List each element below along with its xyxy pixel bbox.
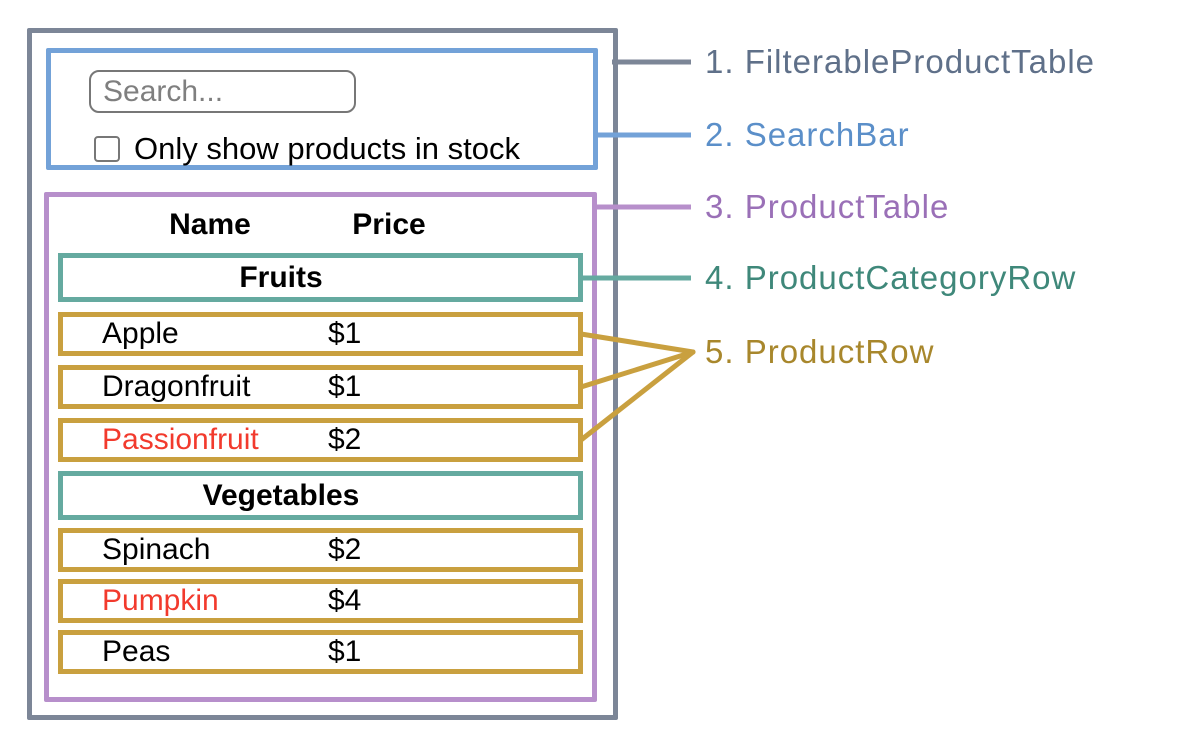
filterable-product-table-box: Only show products in stock Name Price F… [27,28,618,720]
product-price: $4 [328,584,362,617]
label-filterable-product-table: 1. FilterableProductTable [705,43,1096,80]
column-header-name: Name [169,208,251,241]
product-price: $2 [328,533,362,566]
product-price: $2 [328,423,362,456]
product-name: Pumpkin [102,584,219,617]
in-stock-filter[interactable]: Only show products in stock [94,131,520,167]
product-row: Peas $1 [58,630,583,674]
column-header-price: Price [352,208,426,241]
search-input[interactable] [89,70,356,113]
product-name: Dragonfruit [102,370,251,403]
product-name: Passionfruit [102,423,259,456]
table-header-row: Name Price [58,207,583,243]
product-name: Spinach [102,533,211,566]
search-bar-box: Only show products in stock [46,48,598,170]
product-price: $1 [328,317,362,350]
product-price: $1 [328,370,362,403]
product-row: Spinach $2 [58,528,583,572]
product-name: Peas [102,635,171,668]
label-product-row: 5. ProductRow [705,333,935,370]
product-price: $1 [328,635,362,668]
product-table-box: Name Price Fruits Apple $1 Dragonfruit $… [44,192,597,702]
in-stock-checkbox-label[interactable]: Only show products in stock [134,131,520,166]
label-search-bar: 2. SearchBar [705,116,910,153]
label-product-category-row: 4. ProductCategoryRow [705,259,1077,296]
product-row: Passionfruit $2 [58,418,583,462]
product-name: Apple [102,317,179,350]
product-row: Dragonfruit $1 [58,365,583,409]
product-row: Pumpkin $4 [58,579,583,623]
product-row: Apple $1 [58,312,583,356]
category-label: Fruits [239,261,323,294]
product-category-row: Vegetables [58,471,583,520]
category-label: Vegetables [202,479,360,512]
in-stock-checkbox[interactable] [94,136,120,162]
product-category-row: Fruits [58,253,583,302]
label-product-table: 3. ProductTable [705,188,950,225]
